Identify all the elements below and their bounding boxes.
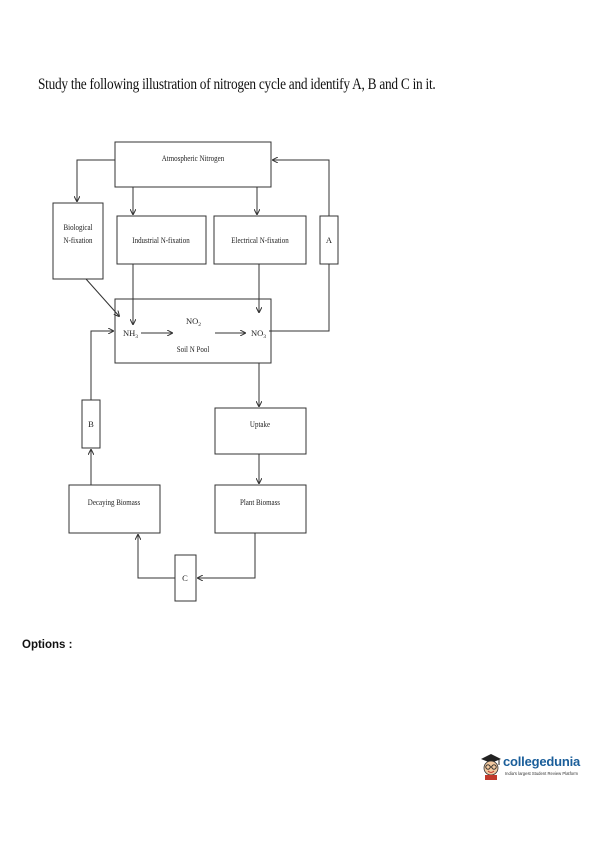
electrical-fixation-box	[213, 215, 307, 265]
a-to-atm-arrow	[273, 160, 330, 216]
b-label: B	[88, 419, 94, 429]
uptake-label: Uptake	[250, 419, 271, 429]
plant-to-c-arrow	[198, 533, 256, 578]
no3-label: NO3	[251, 328, 266, 340]
no3-to-a-arrow	[269, 264, 330, 332]
industrial-fixation-box	[116, 215, 207, 265]
biological-label-line2: N-fixation	[63, 235, 92, 245]
collegedunia-logo[interactable]: collegedunia India's largest Student Rev…	[479, 752, 589, 782]
industrial-label: Industrial N-fixation	[132, 235, 190, 245]
plant-biomass-box	[214, 484, 307, 534]
uptake-box	[214, 407, 307, 455]
decaying-biomass-label: Decaying Biomass	[88, 497, 140, 507]
c-to-decaying-arrow	[138, 535, 175, 579]
plant-biomass-label: Plant Biomass	[240, 497, 280, 507]
logo-tagline: India's largest Student Review Platform	[505, 771, 578, 776]
no2-label: NO2	[186, 316, 201, 328]
biological-to-soil-arrow	[85, 278, 119, 316]
options-label: Options :	[22, 639, 73, 651]
decaying-biomass-box	[68, 484, 161, 534]
nh3-label: NH3	[123, 328, 138, 340]
question-text: Study the following illustration of nitr…	[38, 76, 436, 93]
biological-fixation-box	[52, 202, 104, 280]
biological-label-line1: Biological	[63, 222, 92, 232]
atmospheric-nitrogen-label: Atmospheric Nitrogen	[162, 153, 225, 163]
a-label: A	[326, 235, 333, 245]
logo-name: collegedunia	[503, 754, 581, 769]
c-label: C	[182, 573, 188, 583]
electrical-label: Electrical N-fixation	[231, 235, 289, 245]
soil-pool-label: Soil N Pool	[177, 344, 210, 354]
atmospheric-nitrogen-box	[114, 141, 272, 188]
student-mascot-icon	[481, 754, 501, 780]
atm-to-biological-arrow	[77, 159, 115, 201]
b-to-soil-arrow	[90, 331, 113, 400]
